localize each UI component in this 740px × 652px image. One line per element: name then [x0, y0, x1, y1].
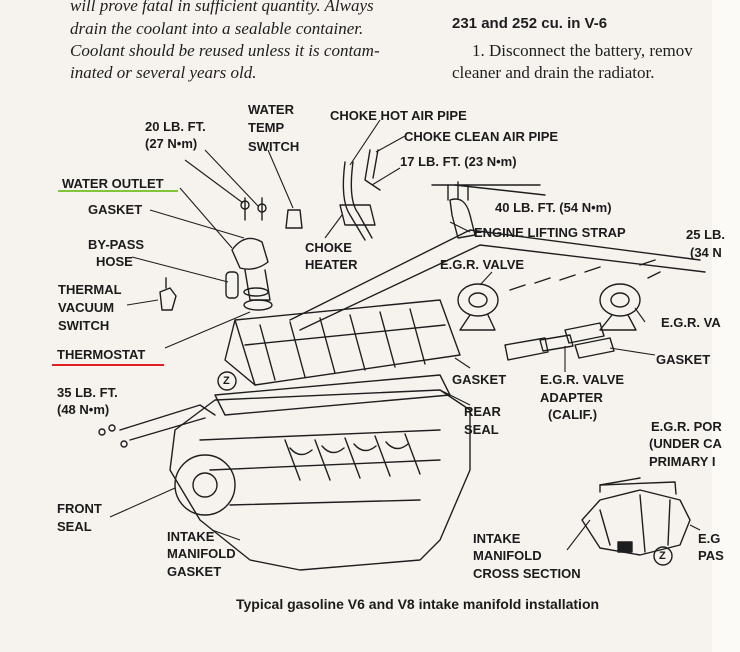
rear-seal-label-1: REAR: [464, 404, 501, 419]
choke-clean-air-pipe-label: CHOKE CLEAN AIR PIPE: [404, 129, 559, 144]
egr-valve-adapter-label-1: E.G.R. VALVE: [540, 372, 625, 387]
intake-manifold-gasket-label-1: INTAKE: [167, 529, 215, 544]
figure-caption: Typical gasoline V6 and V8 intake manifo…: [236, 596, 600, 612]
step-1-line-a: 1. Disconnect the battery, remov: [472, 41, 693, 60]
thermal-vacuum-switch-label-3: SWITCH: [58, 318, 110, 333]
choke-hot-air-pipe-label: CHOKE HOT AIR PIPE: [330, 108, 467, 123]
water-temp-switch-label-2: TEMP: [248, 120, 285, 135]
torque-label-40: 40 LB. FT. (54 N•m): [495, 200, 612, 215]
intro-line-1: will prove fatal in sufficient quantity.…: [70, 0, 374, 15]
z-mark-right: Z: [659, 550, 666, 562]
intro-line-4: inated or several years old.: [70, 63, 257, 82]
egr-port-label-2: (UNDER CA: [649, 436, 722, 451]
intro-line-2: drain the coolant into a sealable contai…: [70, 19, 364, 38]
intake-manifold-gasket-label-3: GASKET: [167, 564, 222, 579]
egr-valve-right-label: E.G.R. VA: [661, 315, 721, 330]
egr-valve-adapter-label-2: ADAPTER: [540, 390, 603, 405]
page-edge: [712, 0, 740, 652]
rear-seal-label-2: SEAL: [464, 422, 499, 437]
thermal-vacuum-switch-label-2: VACUUM: [58, 300, 115, 315]
torque-label-20: 20 LB. FT.: [145, 119, 206, 134]
z-mark-left: Z: [223, 375, 230, 387]
torque-label-25-2: (34 N: [690, 245, 722, 260]
egr-port-label-3: PRIMARY I: [649, 454, 716, 469]
bypass-hose-label-2: HOSE: [96, 254, 133, 269]
cross-section-label-3: CROSS SECTION: [473, 566, 581, 581]
water-temp-switch-label-3: SWITCH: [248, 139, 300, 154]
gasket-right-label: GASKET: [656, 352, 711, 367]
thermostat-highlight: [52, 364, 164, 366]
bypass-hose-label-1: BY-PASS: [88, 237, 145, 252]
water-outlet-highlight: [58, 190, 178, 192]
step-1-line-b: cleaner and drain the radiator.: [452, 63, 655, 82]
egr-pas-label-1: E.G: [698, 531, 721, 546]
egr-pas-label-2: PAS: [698, 548, 724, 563]
cross-section-label-1: INTAKE: [473, 531, 521, 546]
water-temp-switch-label-1: WATER: [248, 102, 294, 117]
intro-line-3: Coolant should be reused unless it is co…: [70, 41, 380, 60]
torque-label-17: 17 LB. FT. (23 N•m): [400, 154, 517, 169]
engine-lifting-strap-label: ENGINE LIFTING STRAP: [474, 225, 626, 240]
thermostat-label: THERMOSTAT: [57, 347, 146, 362]
egr-valve-left-label: E.G.R. VALVE: [440, 257, 525, 272]
gasket-mid-label: GASKET: [452, 372, 507, 387]
intake-manifold-gasket-label-2: MANIFOLD: [167, 546, 236, 561]
egr-valve-adapter-label-3: (CALIF.): [548, 407, 598, 422]
water-outlet-label: WATER OUTLET: [62, 176, 164, 191]
front-seal-label-2: SEAL: [57, 519, 92, 534]
front-seal-label-1: FRONT: [57, 501, 102, 516]
torque-label-20-nm: (27 N•m): [145, 136, 198, 151]
torque-label-25-1: 25 LB.: [686, 227, 726, 242]
choke-heater-label-2: HEATER: [305, 257, 358, 272]
gasket-top-label: GASKET: [88, 202, 143, 217]
cross-section-label-2: MANIFOLD: [473, 548, 542, 563]
thermal-vacuum-switch-label-1: THERMAL: [58, 282, 122, 297]
choke-heater-label-1: CHOKE: [305, 240, 352, 255]
torque-label-35: 35 LB. FT.: [57, 385, 118, 400]
torque-label-35-nm: (48 N•m): [57, 402, 110, 417]
section-heading: 231 and 252 cu. in V-6: [452, 15, 608, 32]
egr-port-label-1: E.G.R. POR: [651, 419, 722, 434]
